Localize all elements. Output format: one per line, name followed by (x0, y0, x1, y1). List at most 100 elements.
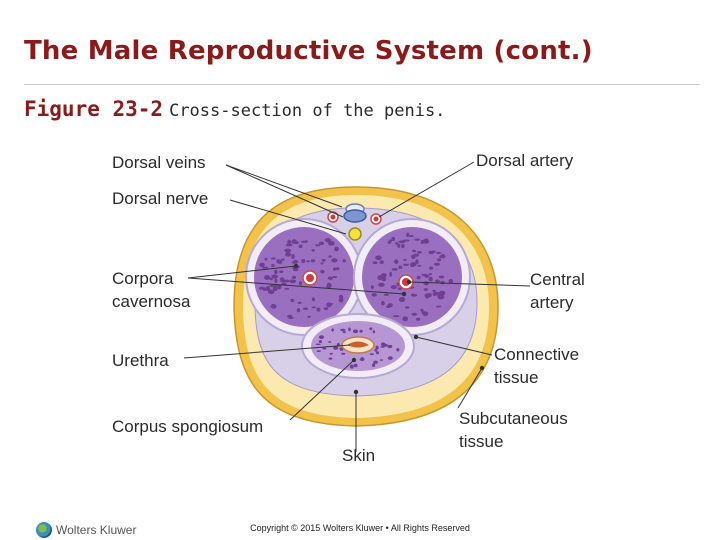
cavernous-texture-spot (288, 316, 294, 320)
cavernous-texture-spot (406, 232, 410, 237)
cavernous-texture-spot (378, 282, 385, 287)
cavernous-texture-spot (302, 307, 309, 311)
cavernous-texture-spot (285, 252, 292, 257)
spongy-texture-spot (340, 328, 346, 332)
right-corpus-cavernosum (362, 227, 462, 327)
spongy-texture-spot (359, 358, 365, 361)
cavernous-texture-spot (409, 262, 417, 267)
title-divider (24, 84, 700, 85)
cavernous-texture-spot (440, 254, 446, 259)
dorsal-artery-right-lumen (373, 216, 379, 222)
cavernous-texture-spot (298, 281, 303, 286)
spongy-texture-spot (319, 335, 324, 339)
spongy-texture-spot (333, 346, 339, 350)
cavernous-texture-spot (269, 277, 273, 281)
spongy-texture-spot (353, 363, 358, 368)
cavernous-texture-spot (262, 288, 268, 291)
cavernous-texture-spot (284, 279, 290, 283)
spongy-texture-spot (375, 345, 379, 350)
label-dorsal-veins: Dorsal veins (112, 153, 206, 172)
cavernous-texture-spot (271, 274, 278, 279)
cavernous-texture-spot (320, 262, 324, 265)
spongy-texture-spot (349, 364, 354, 369)
leader-lines (183, 161, 531, 452)
cavernous-texture-spot (434, 279, 441, 283)
cavernous-texture-spot (432, 289, 436, 293)
cavernous-texture-spot (291, 253, 295, 259)
spongy-texture-spot (375, 351, 380, 355)
cavernous-texture-spot (377, 275, 383, 281)
cavernous-texture-spot (332, 267, 337, 271)
leader-dots (293, 263, 485, 395)
cavernous-texture-spot (342, 259, 346, 263)
spongy-texture-spot (331, 328, 334, 332)
cavernous-texture-spot (321, 258, 326, 262)
spongy-texture-spot (379, 359, 383, 361)
cavernous-texture-spot (424, 293, 431, 298)
cavernous-texture-spot (316, 307, 321, 312)
spongy-texture-spot (315, 343, 321, 346)
cavernous-texture-spot (370, 285, 374, 289)
cavernous-texture-spot (422, 311, 429, 316)
cavernous-texture-spot (297, 301, 302, 304)
cavernous-texture-spot (408, 235, 414, 237)
label-corpora-cavernosa-line1: Corpora (112, 269, 174, 288)
cavernous-texture-spot (395, 242, 399, 245)
spongy-texture-spot (329, 352, 333, 355)
cavernous-texture-spot (402, 239, 410, 242)
cavernous-texture-spot (428, 276, 433, 282)
spongy-texture-spot (348, 327, 351, 332)
cavernous-texture-spot (301, 258, 306, 264)
cavernous-texture-spot (397, 243, 401, 248)
cavernous-texture-spot (437, 294, 445, 300)
cavernous-texture-spot (415, 259, 419, 264)
cavernous-texture-spot (420, 308, 424, 312)
cavernous-texture-spot (393, 260, 399, 263)
cavernous-texture-spot (403, 263, 409, 266)
cavernous-texture-spot (423, 238, 429, 242)
cavernous-texture-spot (433, 262, 440, 266)
cavernous-texture-spot (423, 281, 430, 286)
spongy-texture-spot (328, 357, 333, 360)
cavernous-texture-spot (274, 278, 278, 283)
label-central-artery-line2: artery (530, 293, 574, 312)
cavernous-texture-spot (311, 249, 315, 252)
cavernous-texture-spot (379, 260, 384, 264)
cavernous-texture-spot (324, 238, 332, 243)
cavernous-texture-spot (271, 263, 275, 268)
cavernous-texture-spot (389, 271, 393, 277)
cavernous-texture-spot (267, 289, 275, 295)
spongy-texture-spot (382, 343, 388, 347)
cavernous-texture-spot (311, 306, 316, 309)
cavernous-texture-spot (291, 275, 297, 280)
cavernous-texture-spot (326, 302, 332, 308)
cavernous-texture-spot (311, 297, 315, 302)
label-central-artery-line1: Central (530, 270, 585, 289)
spongy-texture-spot (373, 360, 378, 364)
spongy-texture-spot (318, 340, 322, 344)
cavernous-texture-spot (437, 258, 442, 262)
cavernous-texture-spot (390, 285, 397, 290)
cavernous-texture-spot (289, 279, 297, 284)
cavernous-texture-spot (276, 284, 282, 290)
cavernous-texture-spot (276, 259, 281, 264)
cavernous-texture-spot (261, 266, 269, 269)
cavernous-texture-spot (372, 261, 378, 265)
cavernous-texture-spot (387, 303, 393, 308)
cavernous-texture-spot (279, 277, 285, 281)
label-dorsal-artery: Dorsal artery (476, 151, 574, 170)
cavernous-texture-spot (417, 251, 422, 254)
spongy-texture-spot (387, 356, 393, 360)
cavernous-texture-spot (338, 295, 343, 298)
cavernous-texture-spot (279, 270, 284, 273)
spongy-texture-spot (352, 329, 359, 334)
cavernous-texture-spot (290, 298, 295, 303)
cavernous-texture-spot (332, 276, 338, 278)
publisher-name: Wolters Kluwer (56, 523, 137, 537)
label-corpus-spongiosum: Corpus spongiosum (112, 417, 263, 436)
spongy-texture-spot (387, 344, 393, 349)
cavernous-tissue-texture (258, 232, 454, 322)
cavernous-texture-spot (415, 317, 421, 321)
cavernous-texture-spot (417, 264, 422, 267)
